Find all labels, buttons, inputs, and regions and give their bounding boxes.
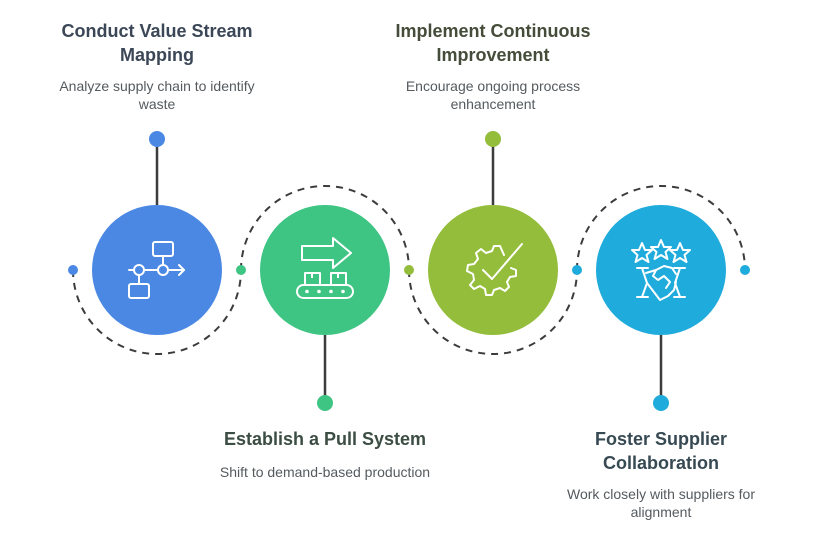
step-2-label: Establish a Pull System Shift to demand-… bbox=[200, 427, 450, 481]
step-circle-4 bbox=[596, 205, 726, 335]
step-1-description: Analyze supply chain to identify waste bbox=[59, 78, 255, 112]
junction-dot-0 bbox=[68, 265, 78, 275]
step-3-title: Implement Continuous Improvement bbox=[395, 21, 591, 65]
step-1-label: Conduct Value Stream Mapping Analyze sup… bbox=[40, 19, 274, 113]
leader-dot-3 bbox=[485, 131, 501, 147]
step-4-description: Work closely with suppliers for alignmen… bbox=[566, 486, 756, 520]
stars-handshake-icon bbox=[631, 239, 691, 301]
junction-dot-3 bbox=[572, 265, 582, 275]
step-circle-3 bbox=[428, 205, 558, 335]
connector-arc-3 bbox=[408, 269, 578, 355]
step-4-label: Foster Supplier Collaboration Work close… bbox=[540, 427, 782, 521]
conveyor-arrow-icon bbox=[296, 237, 354, 299]
leader-dot-4 bbox=[653, 395, 669, 411]
step-3-description: Encourage ongoing process enhancement bbox=[405, 78, 581, 112]
junction-dot-1 bbox=[236, 265, 246, 275]
gear-check-icon bbox=[466, 243, 523, 296]
step-1-title: Conduct Value Stream Mapping bbox=[61, 21, 253, 65]
connector-arc-1 bbox=[72, 269, 242, 355]
step-4-title: Foster Supplier Collaboration bbox=[594, 429, 728, 473]
connector-arc-2 bbox=[240, 185, 410, 271]
step-3-label: Implement Continuous Improvement Encoura… bbox=[368, 19, 618, 113]
connector-arc-4 bbox=[576, 185, 746, 271]
step-2-title: Establish a Pull System bbox=[223, 429, 427, 449]
flowchart-icon bbox=[128, 241, 185, 299]
junction-dot-2 bbox=[404, 265, 414, 275]
step-2-description: Shift to demand-based production bbox=[219, 464, 431, 480]
junction-dot-4 bbox=[740, 265, 750, 275]
step-circle-2 bbox=[260, 205, 390, 335]
leader-dot-2 bbox=[317, 395, 333, 411]
leader-dot-1 bbox=[149, 131, 165, 147]
